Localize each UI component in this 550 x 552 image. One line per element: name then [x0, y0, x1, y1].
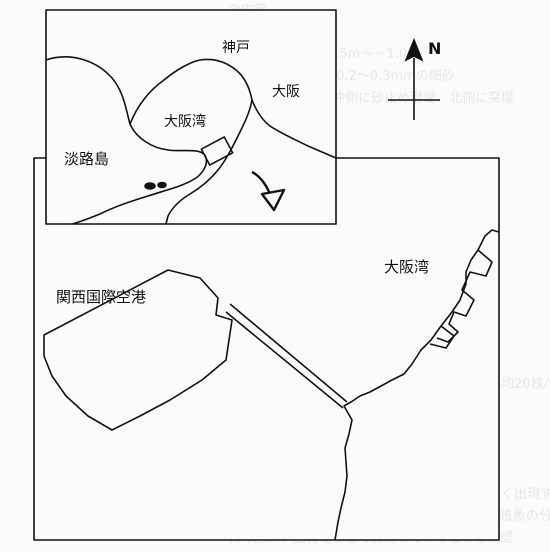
islet [157, 181, 167, 189]
label-kobe: 神戸 [222, 40, 250, 56]
coastline [334, 229, 500, 541]
label-osaka-bay: 大阪湾 [384, 258, 429, 276]
inset-map [45, 9, 337, 225]
label-kansai-airport: 関西国際空港 [56, 288, 146, 306]
label-awaji: 淡路島 [64, 150, 109, 168]
airport-bridge [229, 303, 348, 403]
shore-pier [429, 325, 455, 349]
north-arrow-icon [388, 37, 440, 120]
islet [144, 182, 156, 190]
east-coast [165, 99, 253, 225]
shore-pier [436, 249, 493, 343]
label-osaka-bay-inset: 大阪湾 [164, 113, 206, 130]
airport-bridge [225, 311, 344, 409]
osaka-coast [129, 58, 337, 159]
label-osaka: 大阪 [272, 84, 300, 100]
pointer-arrowhead-icon [260, 188, 286, 212]
inset-map-frame [45, 9, 337, 225]
study-area-box [200, 136, 234, 166]
airport-island [43, 269, 233, 431]
north-label: N [428, 39, 441, 58]
